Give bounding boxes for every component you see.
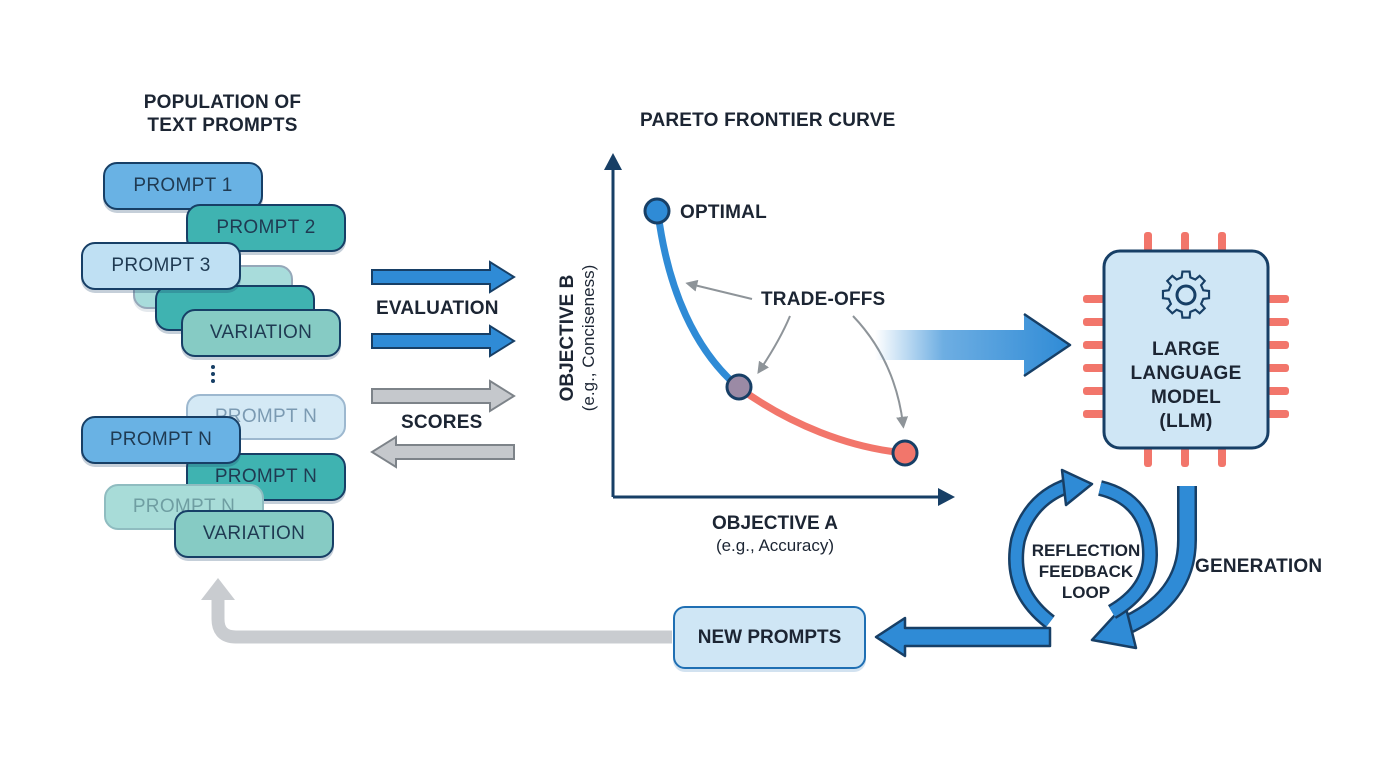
reflection-line1: REFLECTION <box>1031 541 1141 560</box>
prompt-card-3[interactable]: PROMPT 3 <box>81 242 241 290</box>
x-axis-label: OBJECTIVE A <box>712 513 838 534</box>
x-axis-label-group: OBJECTIVE A (e.g., Accuracy) <box>680 513 870 557</box>
new-prompts-label: NEW PROMPTS <box>697 626 842 648</box>
reflection-loop-label: REFLECTION FEEDBACK LOOP <box>1026 540 1146 603</box>
new-prompts-box[interactable]: NEW PROMPTS <box>673 606 866 669</box>
prompt-card-label: PROMPT 3 <box>111 255 211 276</box>
scores-arrows <box>370 379 516 469</box>
tradeoff-pointers <box>685 279 909 429</box>
gear-icon <box>1161 270 1211 319</box>
prompt-card-n-blue[interactable]: PROMPT N <box>81 416 241 464</box>
prompt-card-label: VARIATION <box>209 322 313 343</box>
to-new-prompts-arrow <box>874 616 1052 658</box>
evaluation-arrows <box>371 260 516 358</box>
tradeoff-point-mid <box>725 373 753 401</box>
reflection-line3: LOOP <box>1061 583 1111 602</box>
reflection-line2: FEEDBACK <box>1038 562 1134 581</box>
llm-label: LARGE LANGUAGE MODEL (LLM) <box>1106 338 1266 434</box>
reflection-loop-arrow <box>1008 468 1159 629</box>
llm-label-line1: LARGE <box>1152 339 1220 360</box>
prompt-card-variation-1[interactable]: VARIATION <box>181 309 341 357</box>
chart-title: PARETO FRONTIER CURVE <box>640 110 896 131</box>
population-heading-line1: POPULATION OF <box>143 92 302 113</box>
chart-axes <box>604 153 955 506</box>
chart-to-llm-arrow <box>875 312 1072 378</box>
tradeoffs-label: TRADE-OFFS <box>761 289 886 310</box>
tradeoff-point-end <box>891 439 919 467</box>
generation-label: GENERATION <box>1195 556 1323 577</box>
prompt-card-label: PROMPT N <box>214 406 318 427</box>
prompt-card-label: VARIATION <box>202 523 306 544</box>
prompt-card-label: PROMPT N <box>109 429 213 450</box>
optimal-point <box>643 197 671 225</box>
x-axis-sublabel: (e.g., Accuracy) <box>715 536 835 555</box>
llm-chip <box>1102 249 1270 450</box>
y-axis-sublabel: (e.g., Conciseness) <box>579 264 598 412</box>
llm-label-line3: MODEL <box>1150 387 1222 408</box>
generation-arrow <box>1090 486 1197 650</box>
y-axis-label-rotator: OBJECTIVE B (e.g., Conciseness) <box>557 265 599 411</box>
prompt-card-label: PROMPT N <box>214 466 318 487</box>
ellipsis-dots <box>211 365 215 383</box>
llm-label-line4: (LLM) <box>1159 411 1213 432</box>
prompt-card-label: PROMPT 1 <box>133 175 233 196</box>
scores-label: SCORES <box>401 412 483 433</box>
population-heading: POPULATION OF TEXT PROMPTS <box>120 91 325 137</box>
prompt-card-label: PROMPT 2 <box>216 217 316 238</box>
llm-chip-pins <box>1083 232 1289 467</box>
prompt-card-1[interactable]: PROMPT 1 <box>103 162 263 210</box>
return-arrow <box>201 578 672 644</box>
prompt-card-variation-2[interactable]: VARIATION <box>174 510 334 558</box>
prompt-card-n-ghost[interactable]: PROMPT N <box>186 394 346 440</box>
evaluation-label: EVALUATION <box>376 298 499 319</box>
llm-label-line2: LANGUAGE <box>1130 363 1242 384</box>
population-heading-line2: TEXT PROMPTS <box>147 115 298 136</box>
optimal-label: OPTIMAL <box>680 202 767 223</box>
y-axis-label: OBJECTIVE B <box>557 274 578 402</box>
pareto-curve <box>643 197 919 467</box>
